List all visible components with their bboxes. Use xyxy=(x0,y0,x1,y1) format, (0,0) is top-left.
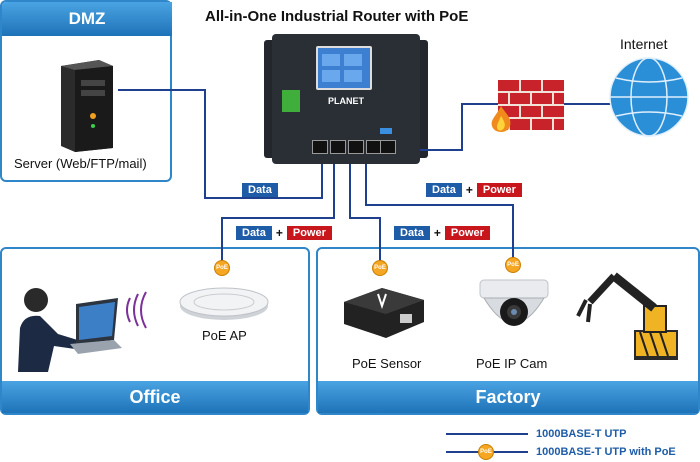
plus-sign: + xyxy=(465,183,473,197)
poe-badge-camera: PoE xyxy=(505,257,521,273)
data-label: Data xyxy=(426,183,462,197)
lan-port xyxy=(330,140,346,154)
usb-port xyxy=(380,128,392,134)
tag-data-power-camera: Data + Power xyxy=(426,182,522,198)
wifi-waves-icon xyxy=(126,291,147,329)
ip-camera-icon xyxy=(479,279,549,326)
sensor-link xyxy=(349,150,381,262)
industrial-router: PLANET xyxy=(264,34,428,164)
factory-label: Factory xyxy=(318,381,698,413)
poe-sensor-icon xyxy=(344,288,424,338)
router-brand: PLANET xyxy=(328,96,364,106)
legend-poe-badge: PoE xyxy=(478,444,494,460)
legend-utp-poe: 1000BASE-T UTP with PoE xyxy=(536,446,676,458)
lan-port xyxy=(312,140,328,154)
server-icon xyxy=(61,60,113,152)
legend-utp: 1000BASE-T UTP xyxy=(536,428,627,440)
poe-ap-label: PoE AP xyxy=(202,328,247,343)
tag-data-power-ap: Data + Power xyxy=(236,225,332,241)
office-label: Office xyxy=(2,381,308,413)
wan-link xyxy=(390,103,500,151)
server-link xyxy=(118,89,323,199)
data-label: Data xyxy=(394,226,430,240)
power-label: Power xyxy=(444,226,490,240)
power-terminal xyxy=(282,90,300,112)
data-label: Data xyxy=(236,226,272,240)
poe-badge-ap: PoE xyxy=(214,260,230,276)
access-point-icon xyxy=(179,287,269,320)
tag-data-power-sensor: Data + Power xyxy=(394,225,490,241)
plus-sign: + xyxy=(433,226,441,240)
plus-sign: + xyxy=(275,226,283,240)
poe-sensor-label: PoE Sensor xyxy=(352,356,422,371)
camera-link xyxy=(365,150,514,262)
tag-data-server: Data xyxy=(242,182,278,198)
poe-badge-sensor: PoE xyxy=(372,260,388,276)
diagram-title: All-in-One Industrial Router with PoE xyxy=(205,8,469,25)
lan-ports xyxy=(312,140,382,154)
flame-icon xyxy=(491,106,511,132)
data-label: Data xyxy=(242,183,278,197)
dmz-label: DMZ xyxy=(2,2,172,36)
ap-link xyxy=(221,150,335,262)
server-label: Server (Web/FTP/mail) xyxy=(14,156,147,171)
laptop-user-icon xyxy=(18,288,122,372)
internet-label: Internet xyxy=(620,36,668,52)
touch-screen xyxy=(316,46,372,90)
poe-ip-cam-label: PoE IP Cam xyxy=(476,356,548,371)
power-label: Power xyxy=(286,226,332,240)
wan-port xyxy=(380,140,396,154)
robot-arm-icon xyxy=(576,272,678,360)
power-label: Power xyxy=(476,183,522,197)
lan-port xyxy=(348,140,364,154)
globe-icon xyxy=(609,57,689,137)
